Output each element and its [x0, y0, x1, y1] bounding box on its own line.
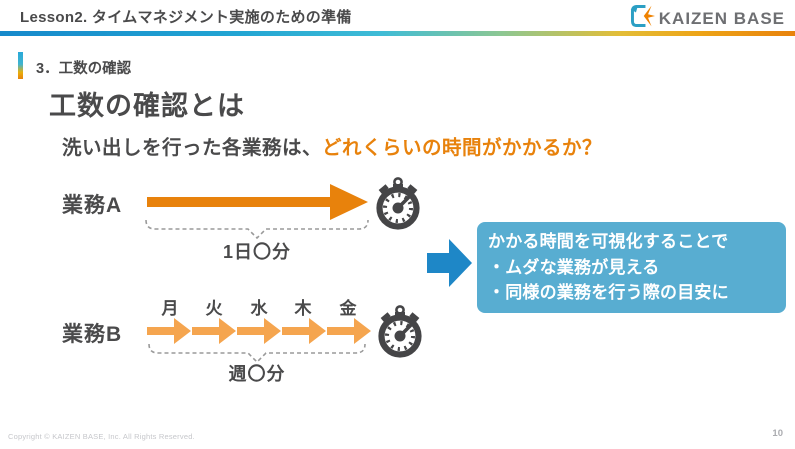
task-b-label: 業務B — [62, 323, 123, 346]
task-b-week-arrows — [147, 318, 371, 344]
task-a-brace — [145, 219, 369, 240]
task-a-label: 業務A — [62, 194, 123, 217]
header-gradient-divider — [0, 31, 795, 36]
callout-line-2: ・ムダな業務が見える — [488, 257, 660, 277]
stopwatch-a-icon — [376, 177, 420, 230]
page-number: 10 — [772, 428, 783, 439]
task-b-duration-label: 週〇分 — [228, 364, 286, 384]
section-label: 3．工数の確認 — [36, 61, 132, 77]
kaizen-base-logo: KAIZEN BASE — [629, 3, 785, 34]
task-a-arrow — [147, 184, 368, 220]
page-title: 工数の確認とは — [49, 91, 245, 121]
subtitle-plain: 洗い出しを行った各業務は、 — [62, 137, 323, 159]
lesson-title: Lesson2. タイムマネジメント実施のための準備 — [20, 9, 352, 26]
callout-line-1: かかる時間を可視化することで — [488, 232, 729, 251]
stopwatch-b-icon — [378, 305, 422, 358]
day-label-mon: 月 — [161, 299, 179, 318]
kaizen-base-logo-text: KAIZEN BASE — [658, 8, 785, 28]
day-label-tue: 火 — [205, 299, 223, 318]
day-label-thu: 木 — [294, 299, 312, 318]
callout-box: かかる時間を可視化することで ・ムダな業務が見える ・同様の業務を行う際の目安に — [477, 222, 786, 313]
subtitle-highlight: どれくらいの時間がかかるか？ — [322, 137, 603, 159]
callout-line-3: ・同様の業務を行う際の目安に — [488, 283, 729, 302]
subtitle: 洗い出しを行った各業務は、どれくらいの時間がかかるか？ — [62, 131, 602, 160]
section-accent-bar — [18, 52, 23, 79]
header-bar: Lesson2. タイムマネジメント実施のための準備 KAIZEN BASE — [0, 0, 795, 31]
kaizen-base-logo-mark — [629, 3, 655, 34]
callout-arrow-icon — [427, 239, 472, 287]
day-label-fri: 金 — [339, 299, 357, 318]
day-label-wed: 水 — [250, 299, 268, 318]
copyright-text: Copyright © KAIZEN BASE, Inc. All Rights… — [8, 432, 195, 441]
task-a-duration-label: 1日〇分 — [222, 242, 291, 262]
